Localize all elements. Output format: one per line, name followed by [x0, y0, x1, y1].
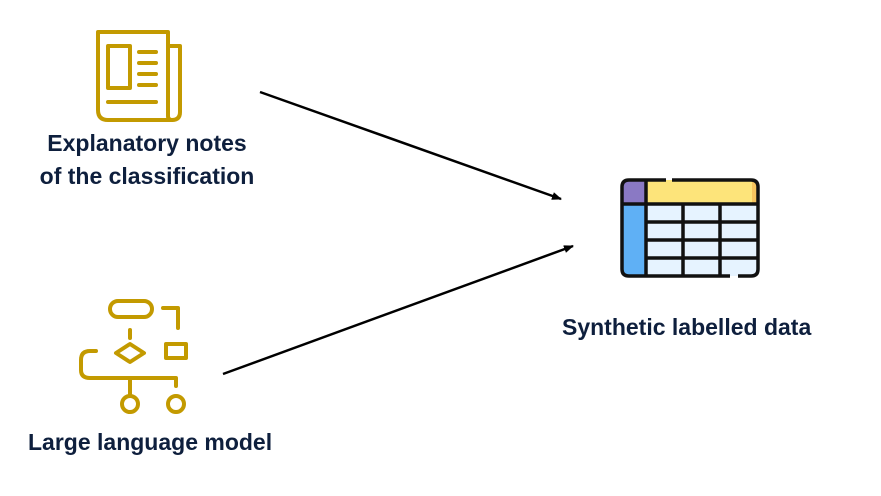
- notes-label-line1: Explanatory notes: [47, 130, 247, 156]
- newspaper-icon: [96, 30, 182, 122]
- arrow-llm-to-synthetic: [222, 244, 574, 376]
- table-icon: [620, 178, 760, 278]
- llm-label: Large language model: [28, 429, 273, 455]
- synthetic-data-label: Synthetic labelled data: [562, 314, 812, 340]
- notes-label: Explanatory notes of the classification: [22, 127, 272, 193]
- notes-label-line2: of the classification: [39, 163, 255, 189]
- flowchart-icon: [79, 299, 188, 414]
- arrow-notes-to-synthetic: [259, 90, 562, 201]
